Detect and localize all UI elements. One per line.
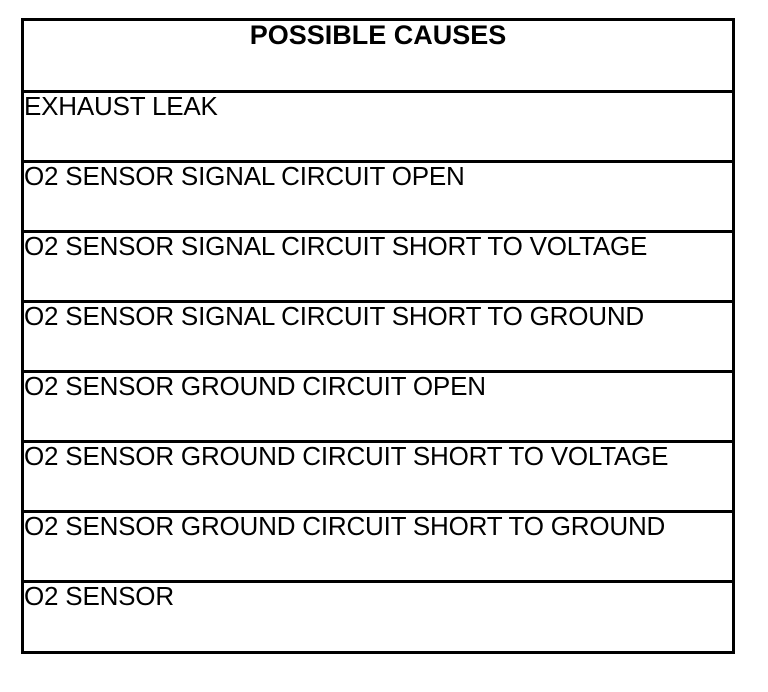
cause-cell-ground-short-to-voltage: O2 SENSOR GROUND CIRCUIT SHORT TO VOLTAG… [24, 441, 732, 513]
cause-cell-signal-short-to-ground: O2 SENSOR SIGNAL CIRCUIT SHORT TO GROUND [24, 301, 732, 373]
cause-cell-exhaust-leak: EXHAUST LEAK [24, 91, 732, 163]
cause-cell-ground-short-to-ground: O2 SENSOR GROUND CIRCUIT SHORT TO GROUND [24, 511, 732, 583]
table-row: O2 SENSOR SIGNAL CIRCUIT OPEN [24, 161, 732, 233]
table-row: O2 SENSOR [24, 581, 732, 651]
cause-cell-ground-circuit-open: O2 SENSOR GROUND CIRCUIT OPEN [24, 371, 732, 443]
table-row: O2 SENSOR SIGNAL CIRCUIT SHORT TO VOLTAG… [24, 231, 732, 303]
cause-cell-o2-sensor: O2 SENSOR [24, 581, 732, 651]
table-row: O2 SENSOR GROUND CIRCUIT SHORT TO GROUND [24, 511, 732, 583]
table-row: EXHAUST LEAK [24, 91, 732, 163]
cause-cell-signal-circuit-open: O2 SENSOR SIGNAL CIRCUIT OPEN [24, 161, 732, 233]
causes-table-body: POSSIBLE CAUSES EXHAUST LEAK O2 SENSOR S… [24, 21, 732, 651]
cause-cell-signal-short-to-voltage: O2 SENSOR SIGNAL CIRCUIT SHORT TO VOLTAG… [24, 231, 732, 303]
causes-table-grid: POSSIBLE CAUSES EXHAUST LEAK O2 SENSOR S… [24, 21, 732, 651]
table-header-cell: POSSIBLE CAUSES [24, 21, 732, 93]
table-row: O2 SENSOR GROUND CIRCUIT SHORT TO VOLTAG… [24, 441, 732, 513]
possible-causes-table: POSSIBLE CAUSES EXHAUST LEAK O2 SENSOR S… [21, 18, 735, 654]
table-row: O2 SENSOR GROUND CIRCUIT OPEN [24, 371, 732, 443]
table-header-row: POSSIBLE CAUSES [24, 21, 732, 93]
table-row: O2 SENSOR SIGNAL CIRCUIT SHORT TO GROUND [24, 301, 732, 373]
